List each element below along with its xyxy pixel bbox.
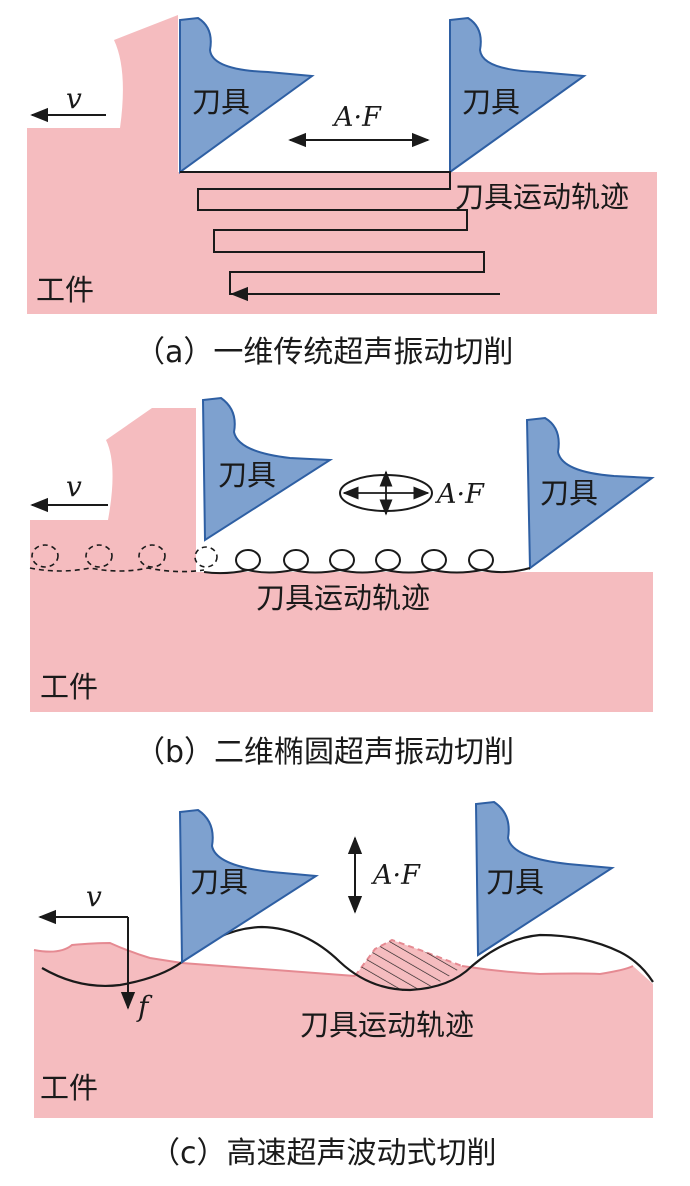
trajectory-label-c: 刀具运动轨迹 (300, 1008, 474, 1042)
velocity-label-b: v (66, 470, 82, 503)
tool-c-right (474, 800, 615, 957)
workpiece-label-a: 工件 (36, 273, 94, 307)
panel-c: 刀具 刀具 v f A·F 刀具运动轨迹 工件 （c）高速超声波动式切削 (33, 800, 654, 1171)
elliptical-vibration-icon (339, 470, 433, 516)
tool-label-b-left: 刀具 (218, 458, 276, 492)
caption-c: （c）高速超声波动式切削 (150, 1136, 497, 1171)
caption-b: （b）二维椭圆超声振动切削 (135, 735, 514, 770)
amp-freq-label-c: A·F (370, 860, 421, 891)
velocity-label-c: v (86, 880, 102, 913)
tool-a-right (449, 16, 587, 174)
trajectory-b (203, 549, 531, 575)
cut-region-hatch (355, 940, 462, 992)
workpiece-label-c: 工件 (40, 1071, 98, 1105)
tool-c-left (178, 808, 319, 964)
workpiece-b (30, 408, 653, 712)
trajectory-c (41, 925, 654, 992)
tool-label-a-left: 刀具 (192, 85, 250, 119)
workpiece-c (34, 940, 653, 1118)
tool-label-a-right: 刀具 (462, 85, 520, 119)
trajectory-b-past (29, 544, 218, 573)
trajectory-label-b: 刀具运动轨迹 (256, 581, 430, 615)
caption-a: （a）一维传统超声振动切削 (135, 335, 513, 370)
panel-a: 刀具 刀具 刀具运动轨迹 v A·F 工件 （a）一维传统超声振动切削 (27, 15, 657, 370)
workpiece-label-b: 工件 (40, 670, 98, 704)
tool-a-left (179, 16, 315, 174)
workpiece-c-edge (33, 941, 634, 977)
tool-b-left (201, 396, 334, 542)
amp-freq-label-a: A·F (331, 102, 382, 133)
tool-b-right (525, 416, 655, 570)
trajectory-a (180, 171, 500, 295)
tool-label-b-right: 刀具 (540, 476, 598, 510)
panel-b: 刀具 刀具 刀具运动轨迹 v A·F 工 (29, 396, 655, 770)
tool-label-c-left: 刀具 (190, 865, 248, 899)
amp-freq-label-b: A·F (434, 479, 485, 510)
tool-label-c-right: 刀具 (486, 865, 544, 899)
workpiece-a (27, 15, 657, 314)
trajectory-label-a: 刀具运动轨迹 (455, 180, 629, 214)
velocity-label-a: v (66, 82, 82, 115)
